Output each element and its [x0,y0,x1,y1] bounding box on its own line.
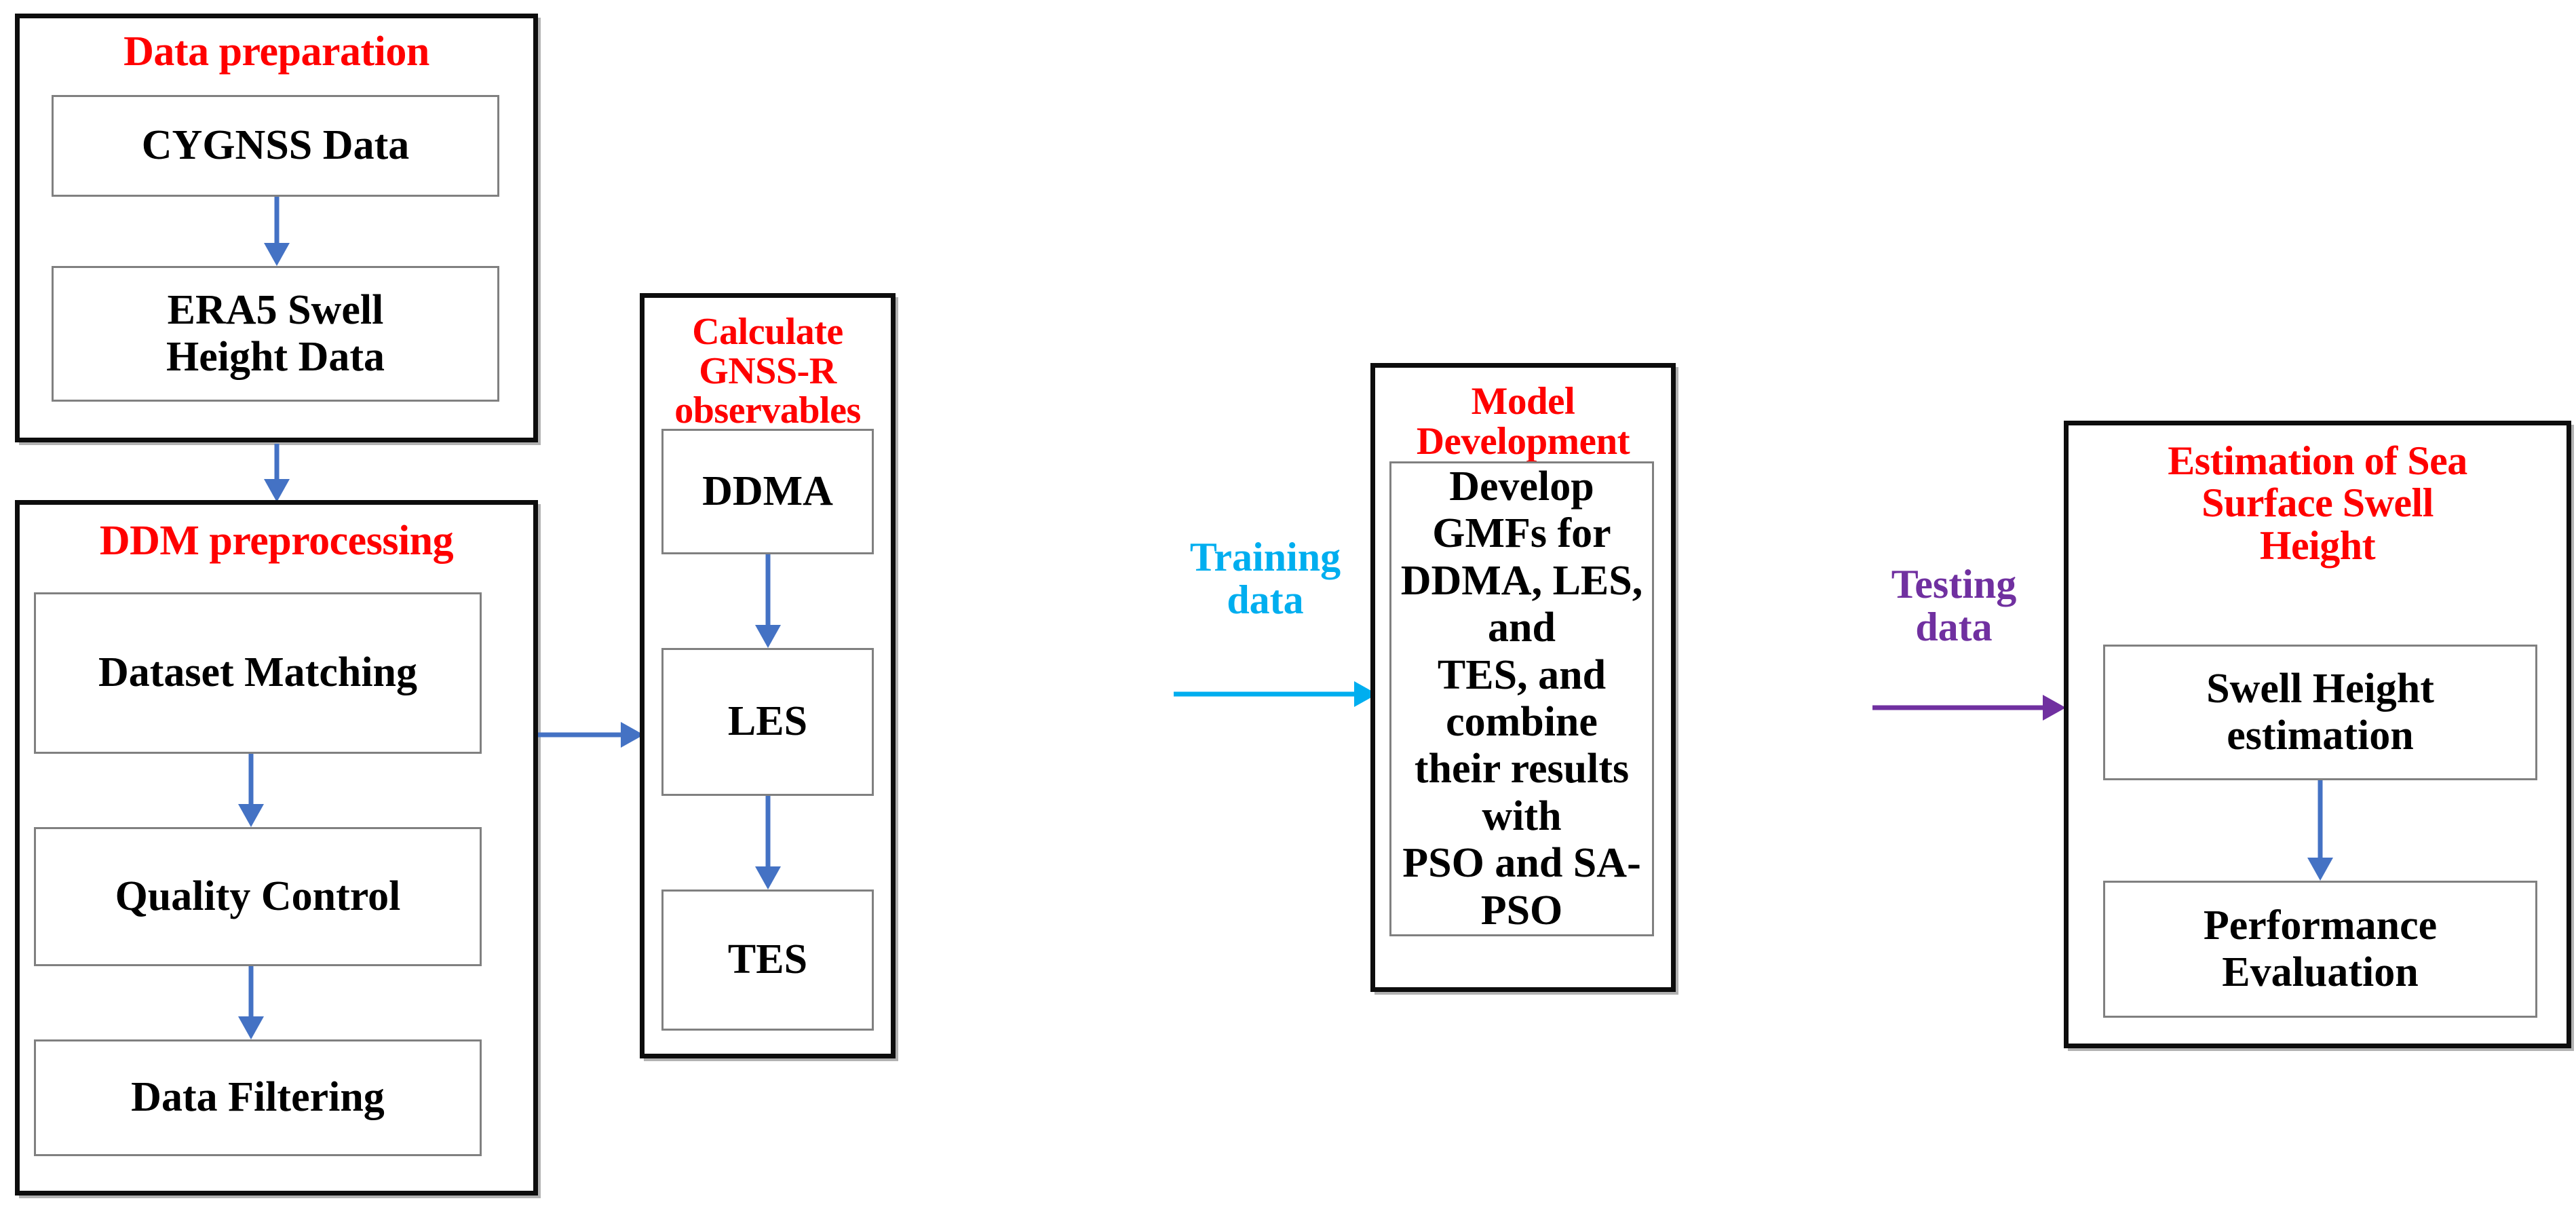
stage-title-ddm-preprocessing: DDM preprocessing [99,518,454,564]
step-box-dataset-matching[interactable]: Dataset Matching [34,592,482,754]
stage-title-data-preparation: Data preparation [123,28,429,75]
stage-title-calculate-gnss-r-observables: Calculate GNSS-R observables [674,311,861,432]
step-box-performance-evaluation[interactable]: Performance Evaluation [2103,881,2537,1018]
arrow-les-to-tes [754,796,782,890]
step-box-les[interactable]: LES [661,648,874,796]
step-box-era5-swell-height-data[interactable]: ERA5 Swell Height Data [52,266,499,402]
step-box-data-filtering[interactable]: Data Filtering [34,1039,482,1156]
step-box-develop-gmfs[interactable]: Develop GMFs for DDMA, LES, and TES, and… [1389,461,1654,936]
step-box-quality-control[interactable]: Quality Control [34,827,482,966]
connector-label-testing-data: Testing data [1891,562,2017,649]
arrow-ddm-preprocessing-to-observables [538,721,644,749]
stage-title-model-development: Model Development [1416,380,1630,463]
step-box-cygnss-data[interactable]: CYGNSS Data [52,95,499,197]
step-box-swell-height-estimation[interactable]: Swell Height estimation [2103,645,2537,780]
step-box-ddma[interactable]: DDMA [661,429,874,554]
arrow-swell-height-to-performance [2307,780,2334,881]
step-box-tes[interactable]: TES [661,890,874,1031]
arrow-ddma-to-les [754,554,782,648]
arrow-data-preparation-to-ddm-preprocessing [263,444,290,502]
arrow-observables-to-model-development [1174,680,1377,708]
arrow-cygnss-to-era5 [263,197,290,266]
stage-title-estimation-of-sea-surface-swell-height: Estimation of Sea Surface Swell Height [2168,438,2467,568]
connector-label-training-data: Training data [1189,535,1341,622]
arrow-quality-control-to-data-filtering [237,966,265,1039]
arrow-dataset-matching-to-quality-control [237,754,265,827]
arrow-model-development-to-estimation [1872,693,2066,722]
